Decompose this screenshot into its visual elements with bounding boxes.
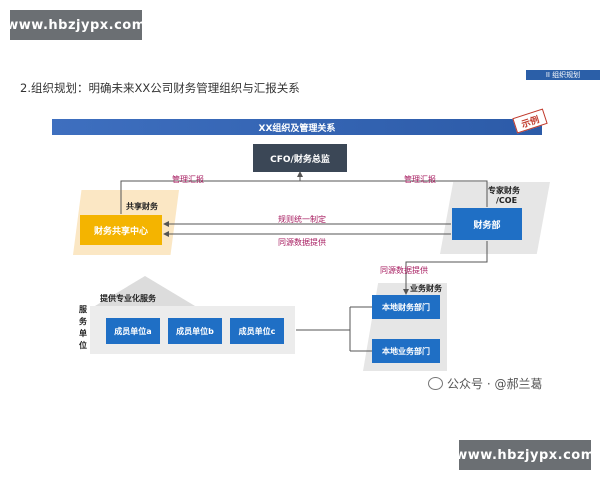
unit-b-node: 成员单位b: [168, 318, 222, 344]
watermark-top: www.hbzjypx.com: [6, 10, 145, 40]
social-text: 公众号 · @郝兰葛: [447, 377, 543, 391]
finance-dept-node: 财务部: [452, 208, 522, 240]
same-source-label-2: 同源数据提供: [380, 266, 428, 275]
finance-to-local-line: [403, 241, 488, 295]
section-tag: II 组织规划: [526, 70, 600, 80]
shared-service-center-node: 财务共享中心: [80, 215, 162, 245]
professional-service-label: 提供专业化服务: [100, 294, 156, 303]
cfo-node: CFO/财务总监: [253, 144, 347, 172]
rules-label: 规则统一制定: [278, 215, 326, 224]
local-finance-node: 本地财务部门: [372, 295, 440, 319]
service-unit-label: 服务单位: [79, 305, 87, 350]
wechat-icon: [428, 377, 443, 390]
expert-finance-label: 专家财务: [488, 186, 520, 195]
mgmt-report-left-label: 管理汇报: [172, 175, 204, 184]
local-business-node: 本地业务部门: [372, 339, 440, 363]
mgmt-report-right-label: 管理汇报: [404, 175, 436, 184]
social-watermark: 公众号 · @郝兰葛: [428, 375, 542, 392]
diagram-banner: XX组织及管理关系: [52, 119, 542, 135]
watermark-bottom: www.hbzjypx.com: [455, 440, 594, 470]
unit-c-node: 成员单位c: [230, 318, 284, 344]
mgmt-line-left: [120, 171, 303, 214]
unit-a-node: 成员单位a: [106, 318, 160, 344]
shared-finance-label: 共享财务: [126, 202, 158, 211]
same-source-label-1: 同源数据提供: [278, 238, 326, 247]
coe-label: /COE: [496, 196, 518, 205]
page-title: 2.组织规划：明确未来XX公司财务管理组织与汇报关系: [20, 81, 300, 95]
business-finance-label: 业务财务: [410, 284, 442, 293]
mgmt-line-right: [300, 180, 488, 207]
